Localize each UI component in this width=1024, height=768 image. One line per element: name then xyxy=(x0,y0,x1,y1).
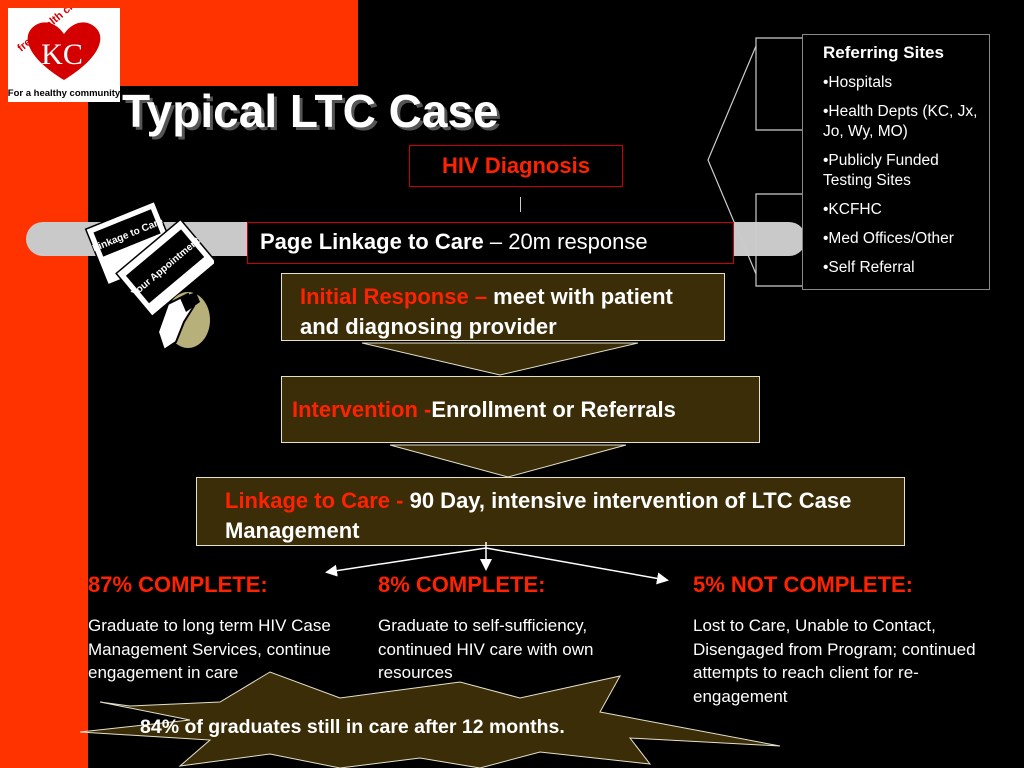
hiv-diagnosis-box: HIV Diagnosis xyxy=(409,145,623,187)
referring-sites-box: Referring Sites •Hospitals •Health Depts… xyxy=(802,34,990,290)
referring-site-item: •Self Referral xyxy=(823,259,915,276)
outcome-arrows xyxy=(325,542,669,585)
page-title: Typical LTC Case xyxy=(122,85,499,137)
outcome-8-text: Graduate to self-sufficiency, continued … xyxy=(378,616,594,682)
graduates-in-care-statement: 84% of graduates still in care after 12 … xyxy=(140,716,565,738)
connector-line xyxy=(520,197,521,212)
initial-response-text: meet with patient and diagnosing provide… xyxy=(300,284,673,339)
logo-letters: KC xyxy=(41,38,83,71)
appointment-cards-graphic: Linkage to Care Your Appointment xyxy=(84,200,214,352)
outcome-87-heading: 87% COMPLETE: xyxy=(88,572,268,597)
logo-tagline: For a healthy community xyxy=(8,88,120,99)
page-linkage-bold: Page Linkage to Care xyxy=(260,229,484,254)
outcome-87-text: Graduate to long term HIV Case Managemen… xyxy=(88,616,331,682)
referring-site-item: •Health Depts (KC, Jx, Jo, Wy, MO) xyxy=(823,103,978,140)
intervention-label: Intervention - xyxy=(292,396,432,422)
initial-response-label: Initial Response – xyxy=(300,284,494,309)
linkage-care-text: 90 Day, intensive intervention of LTC Ca… xyxy=(225,488,852,543)
red-side-bar xyxy=(0,0,88,768)
initial-response-box: Initial Response – meet with patient and… xyxy=(281,273,725,341)
intervention-box: Intervention - Enrollment or Referrals xyxy=(281,376,760,443)
referring-site-item: •KCFHC xyxy=(823,201,882,218)
outcome-5-heading: 5% NOT COMPLETE: xyxy=(693,572,914,597)
kc-free-health-clinic-logo: KC free health clinic For a healthy comm… xyxy=(8,0,121,102)
referring-sites-heading: Referring Sites xyxy=(823,43,944,62)
logo-heart-icon: KC free health clinic For a healthy comm… xyxy=(8,0,121,99)
page-linkage-rest: – 20m response xyxy=(483,229,648,254)
burst-shape xyxy=(79,671,781,768)
outcome-8-heading: 8% COMPLETE: xyxy=(378,572,546,597)
linkage-care-label: Linkage to Care - xyxy=(225,488,410,513)
referring-sites-bracket xyxy=(707,37,802,287)
linkage-care-box: Linkage to Care - 90 Day, intensive inte… xyxy=(196,477,905,546)
intervention-text: Enrollment or Referrals xyxy=(431,396,676,422)
referring-site-item: •Publicly Funded Testing Sites xyxy=(823,152,939,189)
page-linkage-box: Page Linkage to Care – 20m response xyxy=(247,222,734,264)
outcome-5-text: Lost to Care, Unable to Contact, Disenga… xyxy=(693,616,976,706)
flow-arrow-1 xyxy=(361,342,639,376)
flow-arrow-2 xyxy=(389,444,627,478)
referring-site-item: •Hospitals xyxy=(823,74,893,91)
referring-site-item: •Med Offices/Other xyxy=(823,230,954,247)
